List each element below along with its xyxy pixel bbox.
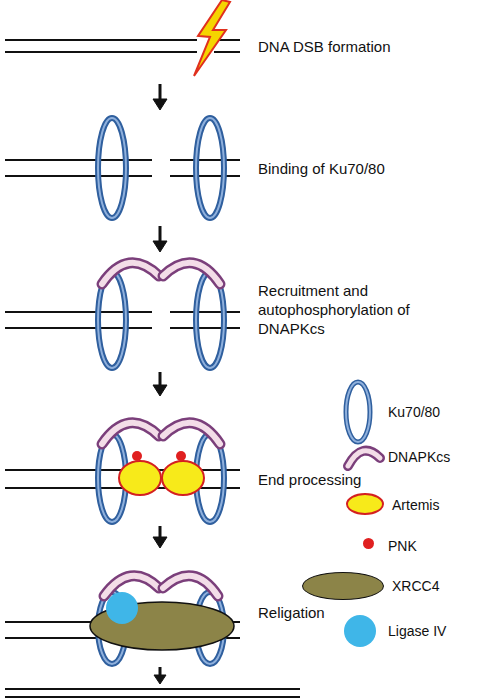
dnapkcs-arcs: [102, 423, 220, 444]
legend-swatch: [344, 615, 376, 647]
ku-rings: [98, 434, 224, 522]
artemis-protein: [162, 461, 204, 495]
dna-ends: [5, 160, 240, 176]
dna-strand: [5, 51, 197, 53]
legend-label: Ku70/80: [388, 403, 440, 421]
legend-swatch: [346, 493, 384, 515]
lightning-bolt: [194, 0, 230, 76]
ku-rings: [98, 118, 224, 218]
legend-label: PNK: [388, 537, 417, 555]
step-label: Recruitment and autophosphorylation of D…: [258, 281, 418, 338]
arrow-shaft: [159, 226, 162, 242]
legend-swatch: [302, 572, 384, 600]
dna-repaired: [5, 689, 300, 697]
legend-label: XRCC4: [392, 577, 439, 595]
legend-swatch: [363, 538, 374, 549]
arrow-shaft: [159, 526, 162, 538]
arrow-head: [153, 385, 167, 396]
dna-strand: [214, 51, 240, 53]
legend-label: Ligase IV: [388, 622, 446, 640]
pnk-dot: [132, 451, 142, 461]
ku-ring: [196, 118, 224, 218]
arrow-head: [154, 675, 166, 684]
legend-ku-sample: [346, 382, 370, 442]
artemis-protein: [119, 461, 161, 495]
step-label: Binding of Ku70/80: [258, 159, 473, 178]
arrow-head: [153, 241, 167, 252]
ku-ring: [98, 118, 126, 218]
legend-dnapkcs-sample: [348, 451, 380, 466]
dna-strand: [5, 39, 197, 41]
dna-ends: [5, 312, 240, 328]
arrow-head: [153, 99, 167, 110]
ku-ring: [98, 118, 126, 218]
pnk-dot: [176, 451, 186, 461]
dnapkcs-arcs: [102, 263, 220, 284]
legend-label: DNAPKcs: [388, 448, 450, 466]
ku-rings: [98, 272, 224, 368]
arrow-shaft: [159, 372, 162, 386]
step-arrows: [153, 84, 167, 684]
legend-label: Artemis: [392, 496, 439, 514]
arrow-shaft: [159, 84, 162, 100]
ligase-iv-protein: [106, 592, 138, 624]
step-label: DNA DSB formation: [258, 37, 473, 56]
ku-ring: [196, 118, 224, 218]
step-label: End processing: [258, 470, 473, 489]
arrow-head: [153, 537, 167, 548]
